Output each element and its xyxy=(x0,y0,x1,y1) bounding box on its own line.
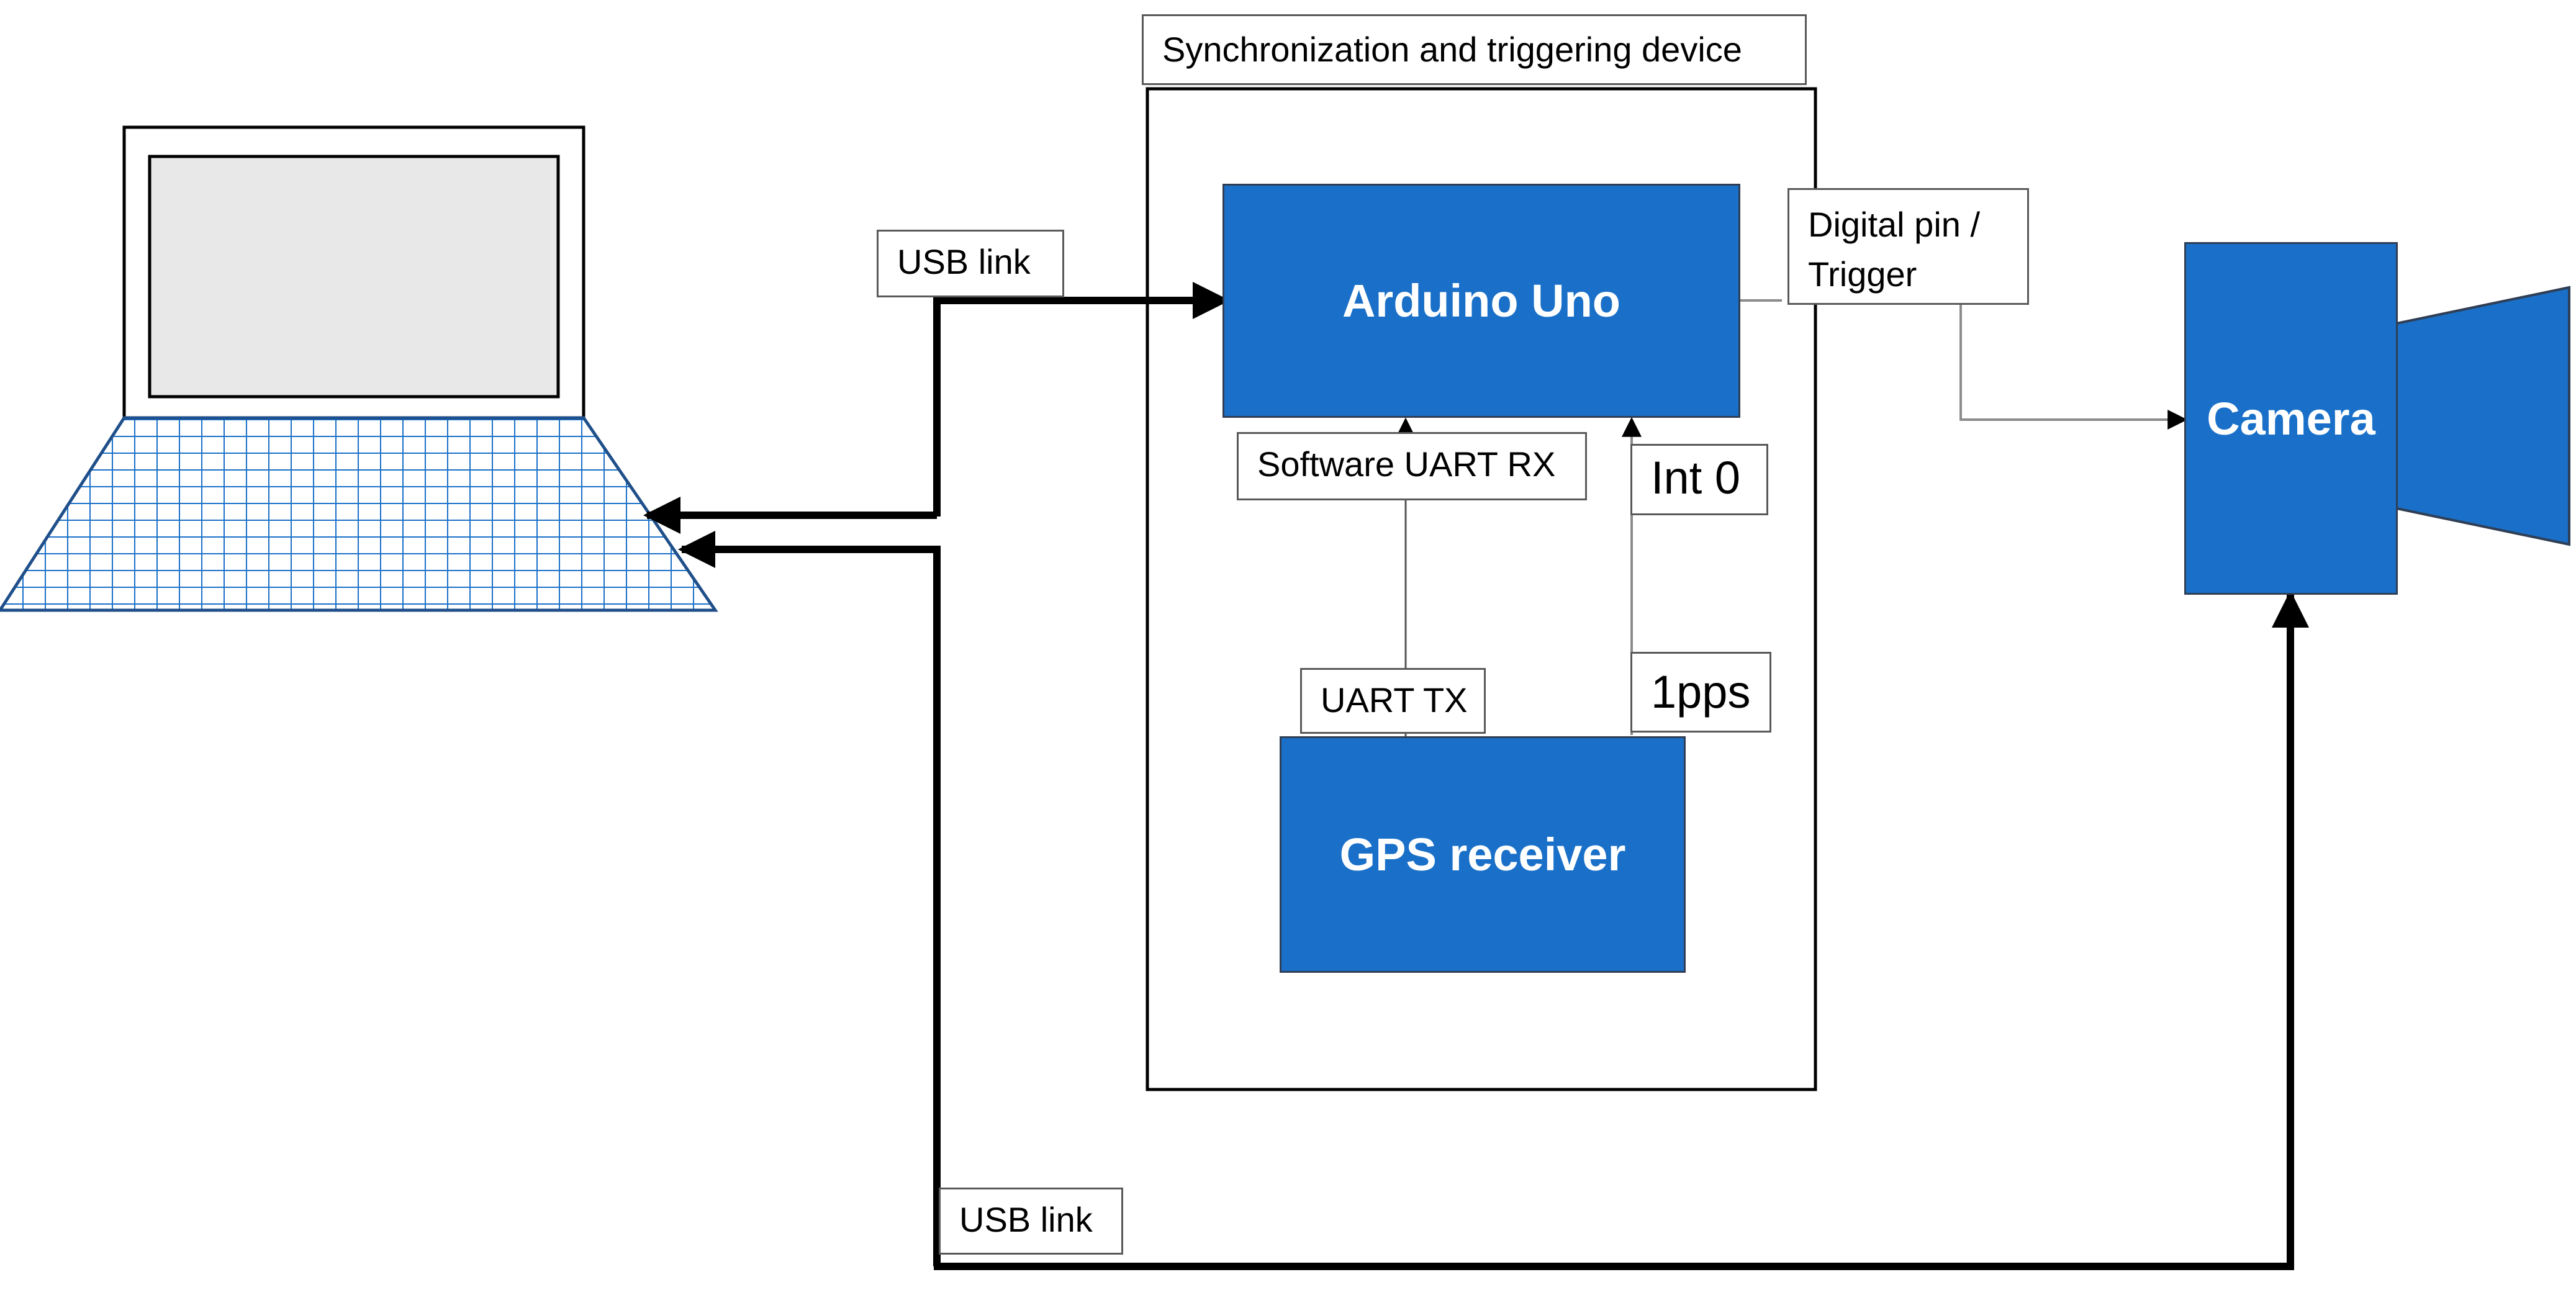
diagram-title: Synchronization and triggering device xyxy=(1142,14,1807,85)
trigger-arrow-to-camera xyxy=(1959,304,2188,430)
gps-receiver-block: GPS receiver xyxy=(1280,736,1686,973)
usb-link-bottom-label: USB link xyxy=(939,1188,1123,1255)
laptop-icon xyxy=(0,125,718,612)
uart-tx-label: UART TX xyxy=(1300,668,1486,734)
laptop-keyboard xyxy=(0,416,718,612)
usb-link-top-connector xyxy=(643,282,1230,534)
digital-pin-trigger-label: Digital pin / Trigger xyxy=(1787,188,2029,305)
laptop-screen xyxy=(148,155,560,399)
software-uart-rx-label: Software UART RX xyxy=(1237,432,1587,500)
usb-bottom-arrow-to-laptop xyxy=(678,531,941,1266)
usb-top-arrow-to-arduino xyxy=(933,282,1230,516)
arduino-uno-block: Arduino Uno xyxy=(1222,184,1740,418)
usb-link-top-label: USB link xyxy=(877,230,1064,297)
camera-lens xyxy=(2395,286,2570,546)
device-enclosure xyxy=(1146,87,1817,1091)
usb-link-bottom-connector xyxy=(678,531,2309,1270)
int0-label: Int 0 xyxy=(1630,444,1768,515)
usb-bottom-arrow-to-camera xyxy=(934,590,2309,1270)
camera-block: Camera xyxy=(2184,242,2398,595)
pps-label: 1pps xyxy=(1630,652,1771,733)
trigger-connector xyxy=(1740,299,2188,430)
